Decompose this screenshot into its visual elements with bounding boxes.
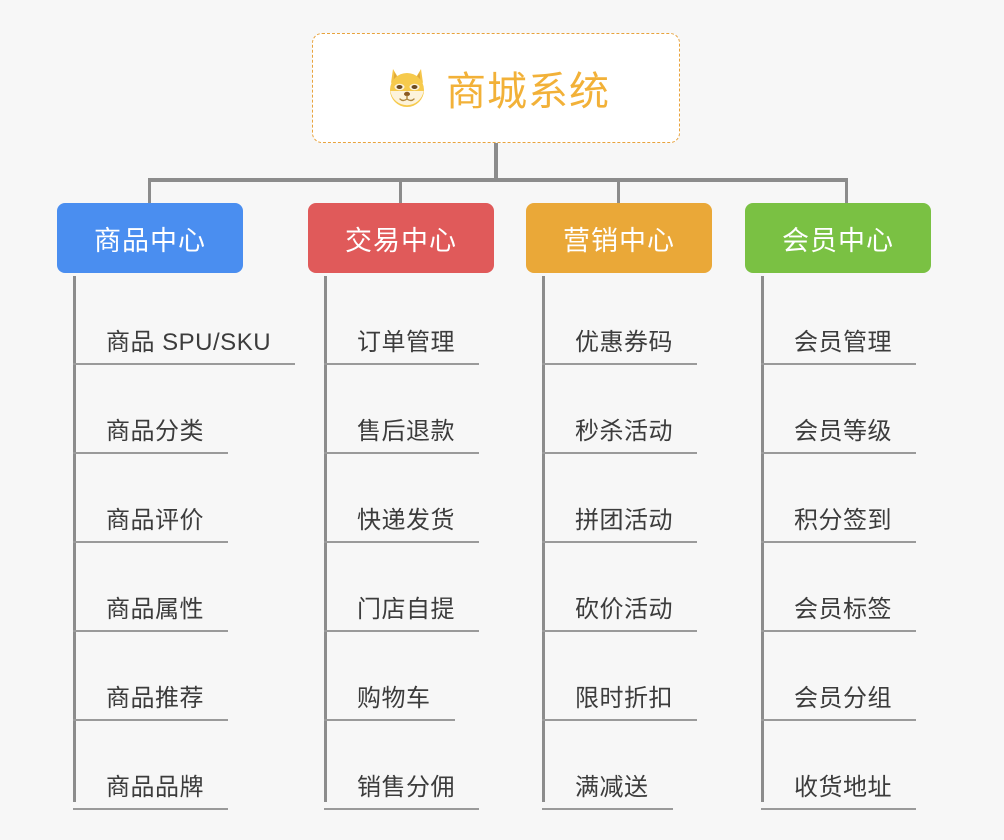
leaf-item-label: 会员等级 [794,418,892,445]
leaf-item-label: 拼团活动 [575,507,673,534]
root-node-shopping-mall-system[interactable]: 商城系统 [312,33,680,143]
leaf-item-label: 购物车 [357,685,431,712]
leaf-item-label: 会员分组 [794,685,892,712]
branch-spine-product-center [73,276,76,802]
leaf-item-label: 砍价活动 [575,596,673,623]
connector-horizontal-bus [148,178,848,182]
leaf-item-label: 商品属性 [106,596,204,623]
branch-spine-trade-center [324,276,327,802]
category-box-trade-center[interactable]: 交易中心 [308,203,494,273]
connector-root-stem [494,143,498,180]
leaf-item-label: 优惠券码 [575,329,673,356]
category-label-trade-center: 交易中心 [345,225,457,256]
connector-drop-product [148,178,151,205]
leaf-item-label: 会员管理 [794,329,892,356]
leaf-item-label: 快递发货 [357,507,455,534]
category-box-marketing-center[interactable]: 营销中心 [526,203,712,273]
leaf-item-label: 商品分类 [106,418,204,445]
connector-drop-trade [399,178,402,205]
leaf-item-label: 销售分佣 [357,774,455,801]
branch-spine-marketing-center [542,276,545,802]
leaf-item-label: 门店自提 [357,596,455,623]
category-label-product-center: 商品中心 [94,225,206,256]
leaf-item-label: 积分签到 [794,507,892,534]
category-box-member-center[interactable]: 会员中心 [745,203,931,273]
connector-drop-marketing [617,178,620,205]
leaf-item-label: 商品品牌 [106,774,204,801]
leaf-item-label: 商品 SPU/SKU [106,329,272,356]
leaf-item-label: 售后退款 [357,418,455,445]
leaf-item-label: 收货地址 [794,774,892,801]
leaf-item-label: 限时折扣 [575,685,673,712]
root-node-title: 商城系统 [446,70,610,114]
leaf-item-label: 会员标签 [794,596,892,623]
leaf-item-label: 秒杀活动 [575,418,673,445]
leaf-item-label: 满减送 [575,774,649,801]
connector-drop-member [845,178,848,205]
shiba-dog-face-icon [382,63,432,113]
leaf-item-label: 订单管理 [357,329,455,356]
category-label-member-center: 会员中心 [782,225,894,256]
leaf-item-label: 商品推荐 [106,685,204,712]
branch-spine-member-center [761,276,764,802]
leaf-item-label: 商品评价 [106,507,204,534]
category-box-product-center[interactable]: 商品中心 [57,203,243,273]
category-label-marketing-center: 营销中心 [563,225,675,256]
